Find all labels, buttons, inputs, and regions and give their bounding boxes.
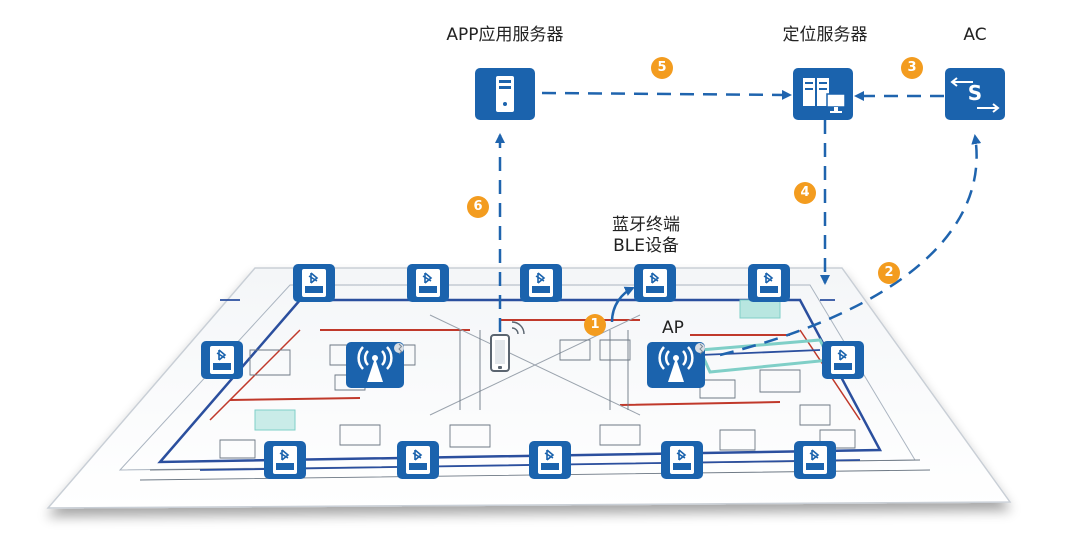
- app-server-icon: [475, 68, 535, 120]
- ble-beacon-icon: [529, 441, 571, 479]
- bluetooth-glyph-icon: [803, 446, 827, 474]
- ble-beacon-icon: [397, 441, 439, 479]
- ble-beacon-icon: [822, 341, 864, 379]
- wireless-ap-icon: [647, 342, 705, 388]
- app-server-label: APP应用服务器: [446, 25, 564, 45]
- ble-beacon-icon: [293, 264, 335, 302]
- arrow-step-1: [610, 286, 635, 323]
- bluetooth-glyph-icon: [273, 446, 297, 474]
- ac-label: AC: [963, 25, 987, 45]
- radio-waves-icon: [658, 343, 705, 382]
- ble-beacon-icon: [794, 441, 836, 479]
- ble-beacon-icon: [661, 441, 703, 479]
- ac-switch-glyph: S: [967, 81, 983, 105]
- bluetooth-glyph-icon: [529, 269, 553, 297]
- connections: [495, 89, 982, 357]
- bluetooth-glyph-icon: [210, 346, 234, 374]
- phone-signal-icon: [511, 321, 525, 335]
- radio-waves-icon: [357, 343, 404, 382]
- ble-beacon-icon: [520, 264, 562, 302]
- wireless-ap-icon: [346, 342, 404, 388]
- ble-device-label-line1: 蓝牙终端: [612, 215, 680, 235]
- step-badge-2: 2: [878, 262, 900, 284]
- ble-beacon-icon: [201, 341, 243, 379]
- bluetooth-glyph-icon: [670, 446, 694, 474]
- ap-label: AP: [662, 318, 684, 338]
- step-badge-3: 3: [901, 57, 923, 79]
- step-badge-5: 5: [651, 57, 673, 79]
- ble-beacon-icon: [748, 264, 790, 302]
- step-badge-6: 6: [467, 196, 489, 218]
- location-server-icon: [793, 68, 853, 120]
- ble-beacon-icon: [264, 441, 306, 479]
- ble-device-label-line2: BLE设备: [613, 236, 679, 256]
- bluetooth-glyph-icon: [538, 446, 562, 474]
- bluetooth-glyph-icon: [416, 269, 440, 297]
- step-badge-1: 1: [584, 314, 606, 336]
- smartphone-icon: [490, 334, 510, 372]
- bluetooth-glyph-icon: [757, 269, 781, 297]
- arrow-step-5: [541, 89, 792, 100]
- bluetooth-glyph-icon: [643, 269, 667, 297]
- ac-switch-icon: S: [945, 68, 1005, 120]
- bluetooth-glyph-icon: [831, 346, 855, 374]
- bluetooth-glyph-icon: [406, 446, 430, 474]
- arrow-step-2: [719, 134, 982, 357]
- ble-beacon-icon: [407, 264, 449, 302]
- location-server-label: 定位服务器: [782, 25, 868, 45]
- ble-beacon-icon: [634, 264, 676, 302]
- bluetooth-glyph-icon: [302, 269, 326, 297]
- step-badge-4: 4: [794, 182, 816, 204]
